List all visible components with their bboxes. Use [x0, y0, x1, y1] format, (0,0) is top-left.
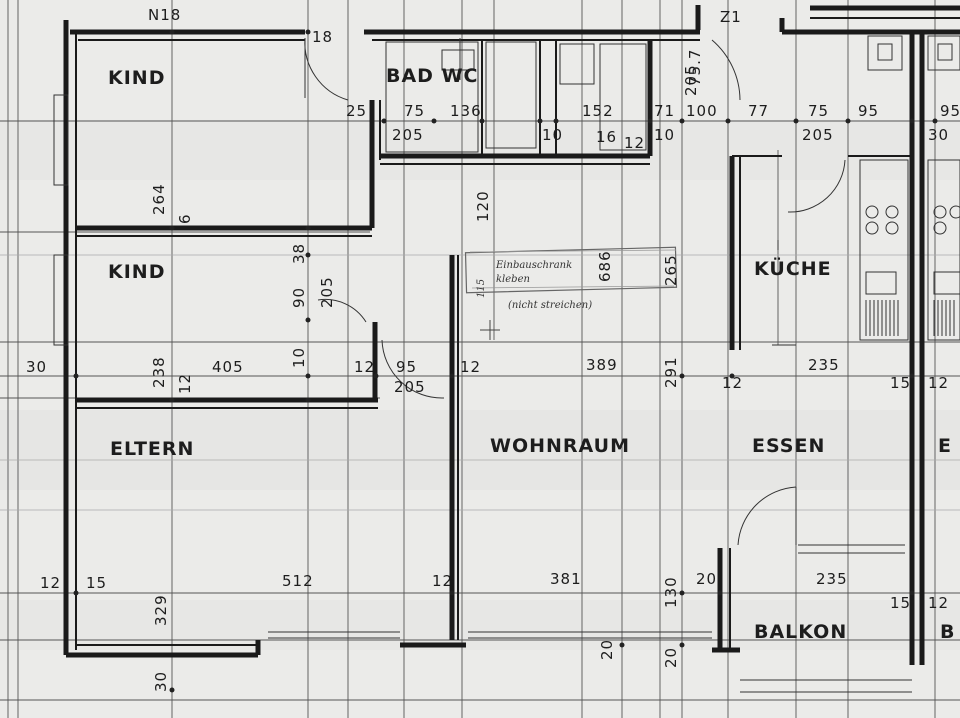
dim-label: 75 [808, 102, 829, 120]
dim-label: 10 [654, 126, 675, 144]
dim-label: 12 [722, 374, 743, 392]
room-label-kind-middle: KIND [108, 261, 165, 283]
dim-label: 205 [394, 378, 426, 396]
dim-label: 238 [150, 356, 168, 388]
dim-label: 130 [662, 576, 680, 608]
dim-label: 18 [312, 28, 333, 46]
note-line-3: (nicht streichen) [508, 300, 592, 311]
dim-label: 205 [682, 64, 700, 96]
dim-label: 264 [150, 183, 168, 215]
built-in-cabinet-sketch [464, 246, 678, 340]
dim-label: 389 [586, 356, 618, 374]
dim-label: 329 [152, 594, 170, 626]
dim-label: 75.7 [686, 49, 704, 86]
dim-label: 77 [748, 102, 769, 120]
dim-label: Z1 [720, 8, 742, 26]
dim-label: 16 [596, 128, 617, 146]
dim-label: 512 [282, 572, 314, 590]
vertical-dimension-labels: 75.7 205 264 6 120 686 265 38 205 90 10 … [150, 49, 704, 692]
dim-label: 95 [396, 358, 417, 376]
dim-label: 15 [86, 574, 107, 592]
bathroom-fixtures [385, 38, 647, 153]
walls [53, 5, 960, 693]
dim-label: 152 [582, 102, 614, 120]
dim-label: 12 [928, 594, 949, 612]
dim-label: 15 [890, 594, 911, 612]
dim-label: 12 [460, 358, 481, 376]
dim-label: 75 [404, 102, 425, 120]
dim-label: 205 [392, 126, 424, 144]
dim-label: 30 [928, 126, 949, 144]
dim-label: 30 [152, 671, 170, 692]
dim-label: 12 [624, 134, 645, 152]
room-labels: KIND KIND BAD WC KÜCHE ELTERN WOHNRAUM E… [108, 65, 955, 643]
room-label-balkon-cut: B [940, 621, 955, 643]
dim-label: 20 [696, 570, 717, 588]
dim-label: 95 [940, 102, 960, 120]
dim-label: 25 [346, 102, 367, 120]
dim-label: 6 [176, 213, 194, 224]
room-label-essen: ESSEN [752, 435, 825, 457]
room-label-wohnraum: WOHNRAUM [490, 435, 630, 457]
dim-label: 12 [432, 572, 453, 590]
room-label-eltern: ELTERN [110, 438, 194, 460]
dim-label: 20 [662, 647, 680, 668]
door-swings [304, 37, 846, 546]
dim-label: 12 [354, 358, 375, 376]
dimension-dots [73, 29, 938, 693]
dim-label: 71 [654, 102, 675, 120]
dimension-labels: N18 18 Z1 25 75 136 152 205 10 16 12 10 … [26, 6, 960, 612]
dim-label: 381 [550, 570, 582, 588]
dim-label: 12 [928, 374, 949, 392]
dim-label: 90 [290, 287, 308, 308]
dim-label: 20 [598, 639, 616, 660]
dim-label: 686 [596, 250, 614, 282]
dim-label: 136 [450, 102, 482, 120]
dim-label: 235 [808, 356, 840, 374]
dim-label: 30 [26, 358, 47, 376]
dim-label: 95 [858, 102, 879, 120]
room-label-balkon: BALKON [754, 621, 847, 643]
dim-label: 15 [890, 374, 911, 392]
kitchen-fixtures [772, 35, 960, 346]
dim-label: 100 [686, 102, 718, 120]
dim-label: 38 [290, 243, 308, 264]
dim-label: 265 [662, 254, 680, 286]
note-line-2: kleben [496, 274, 530, 285]
dim-label: N18 [148, 6, 181, 24]
dim-label: 205 [802, 126, 834, 144]
note-line-1: Einbauschrank [495, 260, 572, 271]
room-label-bad-wc: BAD WC [386, 65, 478, 87]
dim-label: 10 [542, 126, 563, 144]
dim-label: 405 [212, 358, 244, 376]
note-mark: 115 [476, 279, 487, 298]
dim-label: 205 [318, 276, 336, 308]
dim-label: 235 [816, 570, 848, 588]
dim-label: 12 [40, 574, 61, 592]
cabinet-note: Einbauschrank kleben (nicht streichen) 1… [476, 260, 592, 311]
room-label-kind-top: KIND [108, 67, 165, 89]
dim-label: 120 [474, 190, 492, 222]
dim-label: 291 [662, 356, 680, 388]
room-label-essen-cut: E [938, 435, 952, 457]
dim-label: 12 [176, 373, 194, 394]
room-label-kueche: KÜCHE [754, 256, 832, 280]
dim-label: 10 [290, 347, 308, 368]
